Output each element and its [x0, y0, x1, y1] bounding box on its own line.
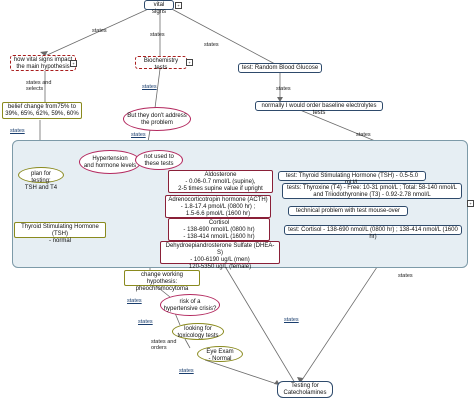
node-acth[interactable]: Adrenocorticotropin hormone (ACTH) - 1.8…: [165, 195, 271, 218]
node-eye-exam[interactable]: Eye Exam - Normal: [197, 346, 243, 362]
edge-biochem-notaddress: [154, 68, 161, 109]
edge-label-states: states: [398, 273, 413, 279]
node-tech-problem[interactable]: technical problem with test mouse-over: [288, 206, 408, 216]
edge-dhea-catechol: [219, 257, 296, 384]
node-how-vital-signs[interactable]: how vital signs impact the main hypothes…: [10, 55, 76, 71]
node-risk-crisis[interactable]: risk of a hypertensive crisis?: [160, 294, 220, 316]
edge-label-states: states: [131, 132, 146, 138]
node-toxicology[interactable]: looking for toxicology tests: [172, 323, 224, 340]
expand-icon[interactable]: +: [186, 59, 193, 66]
edge-label-states: states: [204, 42, 219, 48]
node-cortisol-test[interactable]: test: Cortisol - 138-690 nmol/L (0800 hr…: [284, 225, 462, 240]
node-dont-address[interactable]: But they don't address the problem: [123, 107, 191, 131]
arrow-head: [40, 51, 48, 56]
node-baseline-electrolytes[interactable]: normally I would order baseline electrol…: [255, 101, 383, 116]
expand-icon[interactable]: +: [175, 2, 182, 9]
edge-eye-catechol: [204, 359, 281, 386]
edge-label-states-and-orders: states and orders: [151, 339, 177, 351]
node-biochemistry-tests[interactable]: Biochemistry tests: [135, 56, 187, 71]
arrow-head: [297, 377, 303, 383]
edge-baseline-tsh: [299, 109, 386, 146]
edge-label-states: states: [179, 368, 194, 374]
node-tsh-test[interactable]: test: Thyroid Stimulating Hormone (TSH) …: [278, 171, 426, 186]
node-change-hypothesis[interactable]: change working hypothesis: pheochromocyt…: [124, 270, 200, 292]
edge-label-states: states: [284, 317, 299, 323]
node-hypertension-hormones[interactable]: Hypertension and hormone levels: [79, 150, 141, 174]
edge-label-states: states: [10, 128, 25, 134]
node-vital-signs[interactable]: vital signs: [144, 0, 174, 15]
node-belief-change[interactable]: belief change from75% to 39%, 65%, 62%, …: [2, 102, 82, 119]
edge-tox-eye: [184, 338, 191, 349]
node-random-blood-glucose[interactable]: test: Random Blood Glucose: [238, 63, 322, 73]
node-tsh-normal[interactable]: Thyroid Stimulating Hormone (TSH) - norm…: [14, 222, 106, 244]
edge-label-states: states: [138, 319, 153, 325]
edge-risk-tox: [174, 312, 181, 326]
edge-label-states-and-selects: states and selects: [26, 80, 52, 92]
edge-label-states: states: [276, 86, 291, 92]
node-thyroxine[interactable]: tests: Thyroxine (T4) - Free: 10-31 pmol…: [282, 183, 462, 199]
node-dhea[interactable]: Dehydroepiandrosterone Sulfate (DHEA-S) …: [160, 241, 280, 270]
edge-change-risk: [154, 284, 171, 298]
node-not-used[interactable]: not used to these tests: [135, 150, 183, 170]
arrow-head: [277, 97, 283, 102]
edge-label-states: states: [150, 32, 165, 38]
node-catecholamines[interactable]: Testing for Catecholamines: [277, 381, 333, 398]
node-aldosterone[interactable]: Aldosterone - 0.06-0.7 nmol/L (supine), …: [168, 170, 273, 193]
node-cortisol[interactable]: Cortisol - 138-690 nmol/L (0800 hr) - 13…: [168, 218, 270, 241]
edge-vital-rbg: [167, 6, 276, 65]
node-plan-testing[interactable]: plan for testing: TSH and T4: [18, 167, 64, 191]
edge-label-states: states: [127, 298, 142, 304]
edge-label-states: states: [92, 28, 107, 34]
expand-icon[interactable]: +: [467, 200, 474, 207]
expand-icon[interactable]: +: [70, 60, 77, 67]
edge-vital-how: [44, 5, 156, 57]
edge-label-states: states: [142, 84, 157, 90]
edge-label-states: states: [356, 132, 371, 138]
